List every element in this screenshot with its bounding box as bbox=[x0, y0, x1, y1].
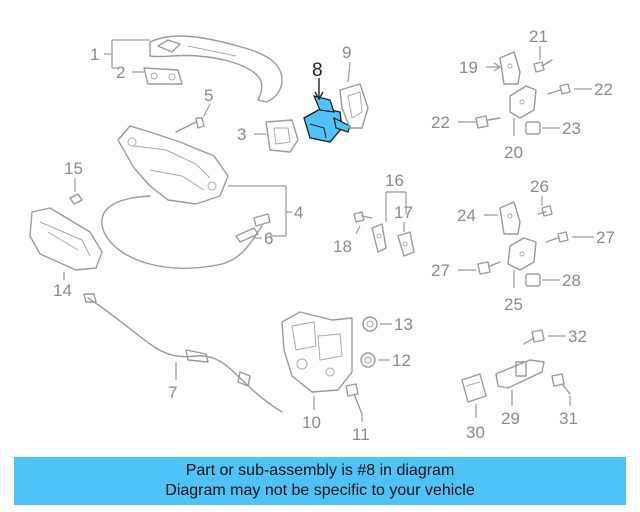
callout-18: 18 bbox=[333, 237, 352, 256]
callout-7: 7 bbox=[168, 383, 177, 402]
callout-11: 11 bbox=[352, 425, 370, 444]
gasket-part-3 bbox=[265, 119, 299, 153]
callout-leader-1 bbox=[104, 39, 150, 69]
callout-17: 17 bbox=[394, 203, 413, 222]
callout-27b: 27 bbox=[596, 228, 615, 247]
callout-leader-5 bbox=[203, 103, 211, 117]
screw-part-5 bbox=[175, 117, 205, 133]
clip-part-15 bbox=[69, 193, 83, 205]
callout-24: 24 bbox=[457, 206, 476, 225]
outside-handle-part bbox=[149, 35, 283, 103]
bolt-part-27-right bbox=[545, 231, 569, 243]
hinge-part-19 bbox=[499, 51, 521, 85]
bolt-part-21 bbox=[533, 59, 553, 73]
callout-12: 12 bbox=[392, 351, 411, 370]
callout-32: 32 bbox=[568, 327, 587, 346]
callout-26: 26 bbox=[530, 177, 549, 196]
callout-13: 13 bbox=[394, 315, 413, 334]
callout-22a: 22 bbox=[431, 113, 450, 132]
callout-23: 23 bbox=[562, 119, 581, 138]
callout-15: 15 bbox=[64, 159, 83, 178]
exploded-parts-diagram: 1 2 5 3 8 9 bbox=[29, 27, 615, 444]
notice-line-2: Diagram may not be specific to your vehi… bbox=[165, 482, 475, 499]
callout-30: 30 bbox=[466, 423, 485, 442]
callout-1: 1 bbox=[90, 45, 99, 64]
callout-22b: 22 bbox=[594, 80, 613, 99]
cable-end-part-6 bbox=[235, 213, 271, 243]
bolt-part-22-left bbox=[475, 115, 501, 129]
bushing-part-23 bbox=[525, 121, 541, 135]
callout-leader-16 bbox=[385, 191, 407, 222]
callout-20: 20 bbox=[504, 143, 523, 162]
bolt-part-11 bbox=[345, 383, 363, 415]
hinge-part-25 bbox=[507, 237, 537, 271]
bolt-part-22-right bbox=[547, 83, 571, 95]
door-latch-part-10 bbox=[281, 311, 353, 393]
inside-handle-part-14 bbox=[29, 207, 103, 271]
bolt-part-27-left bbox=[477, 261, 501, 275]
callout-4: 4 bbox=[294, 203, 303, 222]
callout-5: 5 bbox=[204, 86, 213, 105]
callout-28: 28 bbox=[562, 271, 581, 290]
striker-plate-part bbox=[371, 223, 387, 253]
callout-14: 14 bbox=[53, 281, 72, 300]
callout-leader-4 bbox=[228, 185, 292, 237]
bushing-part-28 bbox=[525, 273, 541, 287]
notice-line-1: Part or sub-assembly is #8 in diagram bbox=[185, 462, 455, 479]
bolt-part-32 bbox=[523, 329, 545, 345]
callout-25: 25 bbox=[504, 295, 523, 314]
striker-gasket-part-17 bbox=[397, 231, 415, 257]
callout-21: 21 bbox=[529, 27, 548, 46]
callout-16: 16 bbox=[385, 171, 404, 190]
handle-cover-part-9 bbox=[339, 83, 369, 129]
callout-leader-9 bbox=[347, 61, 351, 83]
handle-gasket-part bbox=[143, 67, 183, 85]
control-cable-part bbox=[101, 195, 263, 269]
grommet-part-13 bbox=[362, 316, 378, 332]
callout-3: 3 bbox=[237, 125, 246, 144]
notice-banner: Part or sub-assembly is #8 in diagram Di… bbox=[14, 457, 626, 505]
callout-31: 31 bbox=[559, 409, 578, 428]
nut-part-12 bbox=[360, 352, 376, 368]
callout-leader-18 bbox=[355, 225, 361, 235]
callout-27a: 27 bbox=[431, 261, 450, 280]
hinge-part-24 bbox=[499, 201, 521, 235]
callout-2: 2 bbox=[116, 63, 125, 82]
callout-29: 29 bbox=[501, 409, 520, 428]
callout-19: 19 bbox=[459, 58, 478, 77]
callout-6: 6 bbox=[264, 229, 273, 248]
screw-part-18 bbox=[353, 211, 373, 223]
bolt-part-31 bbox=[551, 373, 571, 395]
handle-frame-part-4 bbox=[117, 125, 229, 205]
handle-bracket-part-8 bbox=[303, 95, 351, 143]
check-strap-part-29 bbox=[495, 359, 545, 389]
callout-8: 8 bbox=[312, 60, 323, 81]
check-strap-cover-part-30 bbox=[461, 373, 487, 403]
latch-cable-part-7 bbox=[83, 293, 283, 413]
bolt-part-26 bbox=[537, 205, 553, 217]
callout-10: 10 bbox=[302, 413, 321, 432]
callout-9: 9 bbox=[342, 43, 351, 62]
hinge-part-20 bbox=[509, 85, 537, 119]
